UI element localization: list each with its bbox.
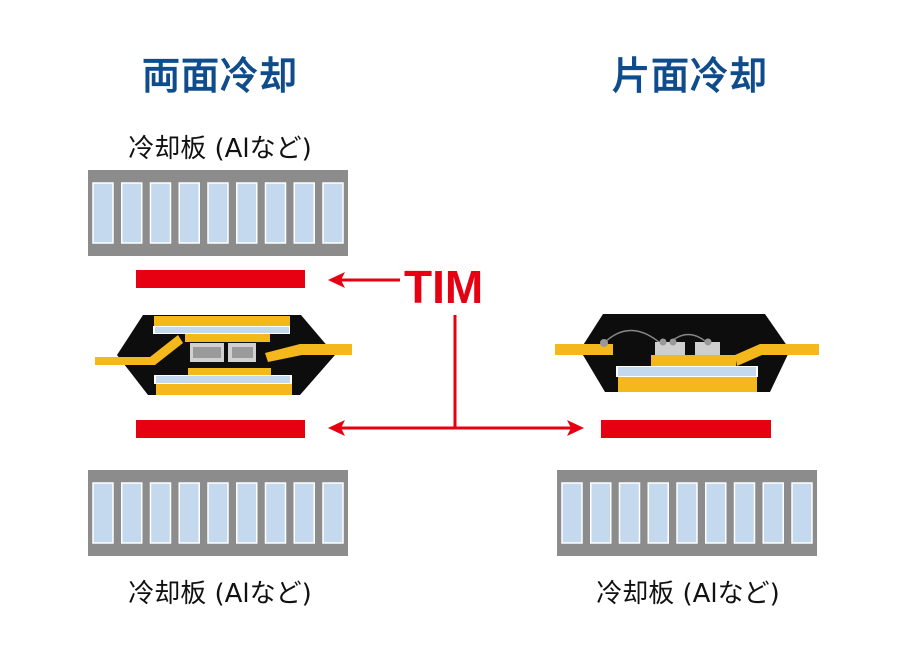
cooling-fin xyxy=(791,482,813,544)
cooling-plate-label-top-left: 冷却板 (Alなど) xyxy=(128,134,312,164)
double-sided-package xyxy=(95,315,352,395)
arrowheads xyxy=(328,272,584,436)
cooling-fin xyxy=(92,482,114,544)
cooling-plate-top-left xyxy=(88,170,348,256)
cooling-fin xyxy=(322,182,344,244)
cooling-plate-label-bottom-left: 冷却板 (Alなど) xyxy=(128,579,312,609)
cooling-fin xyxy=(178,182,200,244)
cooling-fin xyxy=(178,482,200,544)
tim-bar-left-top xyxy=(136,270,305,288)
cooling-fin xyxy=(264,482,287,544)
tim-arrows xyxy=(340,278,572,430)
cooling-fin xyxy=(705,482,727,544)
tim-label: TIM xyxy=(404,261,484,313)
cooling-fin xyxy=(590,482,612,544)
cooling-fin xyxy=(293,182,315,244)
cooling-fin xyxy=(92,182,114,244)
cooling-plate-bottom-right xyxy=(557,470,817,556)
tim-bar-right xyxy=(601,420,771,438)
cooling-fin xyxy=(561,482,583,544)
cooling-fin xyxy=(264,182,287,244)
cooling-fin xyxy=(207,182,229,244)
cooling-fin xyxy=(618,482,641,544)
single-sided-cooling-title: 片面冷却 xyxy=(611,54,768,98)
cooling-fin xyxy=(733,482,756,544)
cooling-fin xyxy=(293,482,315,544)
single-sided-package xyxy=(555,314,819,392)
cooling-plate-label-bottom-right: 冷却板 (Alなど) xyxy=(596,579,780,609)
cooling-fin xyxy=(322,482,344,544)
cooling-fin xyxy=(236,182,258,244)
cooling-fin xyxy=(121,482,143,544)
cooling-plate-bottom-left xyxy=(88,470,348,556)
cooling-fin xyxy=(121,182,143,244)
cooling-fin xyxy=(149,482,172,544)
cooling-fin xyxy=(207,482,229,544)
cooling-fin xyxy=(676,482,698,544)
cooling-fin xyxy=(762,482,784,544)
cooling-fin xyxy=(149,182,172,244)
tim-bar-left-bottom xyxy=(136,420,305,438)
cooling-fin xyxy=(236,482,258,544)
cooling-fin xyxy=(647,482,669,544)
double-sided-cooling-title: 両面冷却 xyxy=(141,54,298,98)
